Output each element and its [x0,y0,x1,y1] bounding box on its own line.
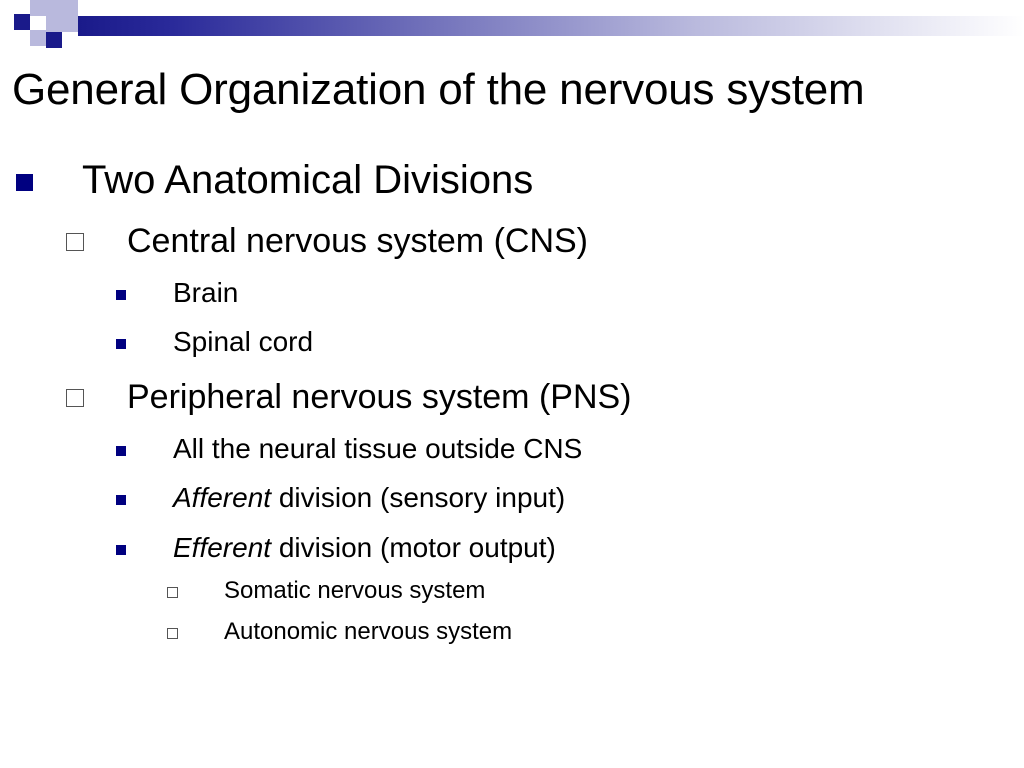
header-square-light [62,0,78,16]
square-bullet-icon [116,339,126,349]
square-bullet-icon [16,174,33,191]
bullet-two-divisions: Two Anatomical Divisions [82,158,534,202]
header-square-dark [46,32,62,48]
hollow-square-bullet-icon [66,389,84,407]
hollow-square-bullet-icon [167,587,178,598]
hollow-square-bullet-icon [167,628,178,639]
square-bullet-icon [116,495,126,505]
header-square-light [46,0,62,16]
afferent-description: division (sensory input) [271,482,566,513]
header-square-light [30,30,46,46]
bullet-pns: Peripheral nervous system (PNS) [127,378,632,416]
bullet-efferent: Efferent division (motor output) [173,531,556,565]
bullet-afferent: Afferent division (sensory input) [173,481,565,515]
afferent-term: Afferent [173,482,272,513]
hollow-square-bullet-icon [66,233,84,251]
header-gradient-bar [78,16,1024,36]
efferent-term: Efferent [173,532,272,563]
bullet-spinal-cord: Spinal cord [173,326,314,357]
bullet-somatic: Somatic nervous system [224,577,486,604]
header-decoration [0,0,1024,48]
bullet-brain: Brain [173,277,239,308]
header-square-light [30,0,46,16]
square-bullet-icon [116,290,126,300]
efferent-description: division (motor output) [271,532,556,563]
square-bullet-icon [116,446,126,456]
header-square-light [62,16,78,32]
bullet-neural-tissue: All the neural tissue outside CNS [173,433,583,464]
bullet-cns: Central nervous system (CNS) [127,222,589,260]
bullet-autonomic: Autonomic nervous system [224,618,513,645]
header-square-light [46,16,62,32]
header-square-dark [14,14,30,30]
square-bullet-icon [116,545,126,555]
slide-title: General Organization of the nervous syst… [12,65,865,114]
